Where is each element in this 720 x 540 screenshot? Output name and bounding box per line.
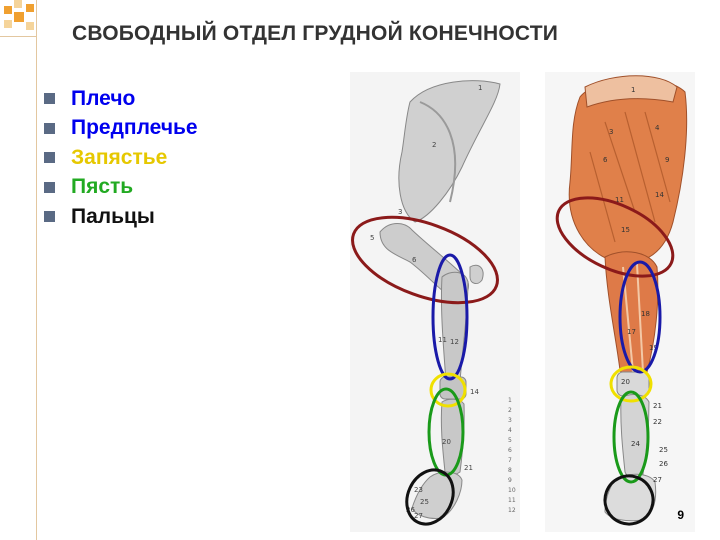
svg-text:6: 6 [508,447,512,454]
bullet-item: Пясть [44,173,198,203]
svg-text:3: 3 [398,208,402,216]
svg-text:2: 2 [432,141,436,149]
svg-text:27: 27 [653,476,662,484]
deco-vertical-line [36,0,37,540]
bullet-item: Пальцы [44,202,198,232]
svg-text:8: 8 [508,467,512,474]
bullet-list: Плечо Предплечье Запястье Пясть Пальцы [44,84,198,232]
deco-square [14,12,24,22]
page-number: 9 [677,508,684,522]
svg-text:17: 17 [627,328,636,336]
bullet-label: Запястье [71,145,168,169]
bullet-label: Плечо [71,86,136,110]
deco-square [4,6,12,14]
svg-text:5: 5 [370,234,374,242]
svg-text:21: 21 [464,464,473,472]
svg-text:25: 25 [420,498,429,506]
svg-text:4: 4 [655,124,660,132]
svg-text:14: 14 [470,388,479,396]
svg-text:18: 18 [641,310,650,318]
bullet-item: Плечо [44,84,198,114]
forearm-circle [618,260,662,374]
carpus-circle [429,372,467,408]
svg-text:4: 4 [508,427,512,434]
svg-text:22: 22 [653,418,662,426]
deco-square [26,4,34,12]
svg-text:6: 6 [603,156,608,164]
corner-decoration [0,0,40,40]
svg-text:6: 6 [412,256,417,264]
scapula-bone [398,80,501,223]
bullet-square-icon [44,181,55,193]
digits-circle [603,474,655,526]
svg-text:1: 1 [478,84,482,92]
svg-text:19: 19 [649,344,658,352]
svg-text:9: 9 [665,156,669,164]
svg-text:11: 11 [438,336,447,344]
svg-text:9: 9 [508,477,512,484]
svg-text:12: 12 [450,338,459,346]
metacarpus-circle [612,390,650,484]
svg-text:11: 11 [508,497,516,504]
svg-text:14: 14 [655,191,664,199]
slide-title: СВОБОДНЫЙ ОТДЕЛ ГРУДНОЙ КОНЕЧНОСТИ [72,22,559,45]
svg-text:21: 21 [653,402,662,410]
svg-text:26: 26 [659,460,668,468]
svg-text:1: 1 [508,397,512,404]
svg-text:7: 7 [508,457,512,464]
bullet-label: Предплечье [71,116,198,140]
bullet-square-icon [44,211,55,223]
bullet-square-icon [44,152,55,164]
deco-square [4,20,12,28]
svg-text:5: 5 [508,437,512,444]
svg-text:27: 27 [414,512,423,520]
shoulder-circle [555,196,675,278]
svg-text:11: 11 [615,196,624,204]
forearm-circle [431,253,469,381]
bullet-square-icon [44,122,55,134]
svg-text:20: 20 [621,378,630,386]
bullet-item: Предплечье [44,114,198,144]
svg-text:20: 20 [442,438,451,446]
svg-text:1: 1 [631,86,635,94]
deco-horizontal-line [0,36,36,37]
carpus-circle [609,365,653,403]
svg-text:12: 12 [508,507,516,514]
svg-text:15: 15 [621,226,630,234]
svg-text:3: 3 [609,128,613,136]
bullet-label: Пальцы [71,204,155,228]
svg-text:26: 26 [406,506,415,514]
svg-text:10: 10 [508,487,516,494]
bullet-label: Пясть [71,175,134,199]
svg-text:23: 23 [414,486,423,494]
digits-circle [405,468,455,526]
svg-text:2: 2 [508,407,512,414]
deco-square [26,22,34,30]
svg-text:25: 25 [659,446,668,454]
muscle-illustration: 1 3 4 6 9 11 14 15 17 18 19 20 21 22 24 25 26 27 [545,72,695,532]
deco-square [14,0,22,8]
svg-text:3: 3 [508,417,512,424]
svg-text:24: 24 [631,440,640,448]
shoulder-circle [351,215,499,305]
bullet-item: Запястье [44,143,198,173]
bullet-square-icon [44,93,55,105]
